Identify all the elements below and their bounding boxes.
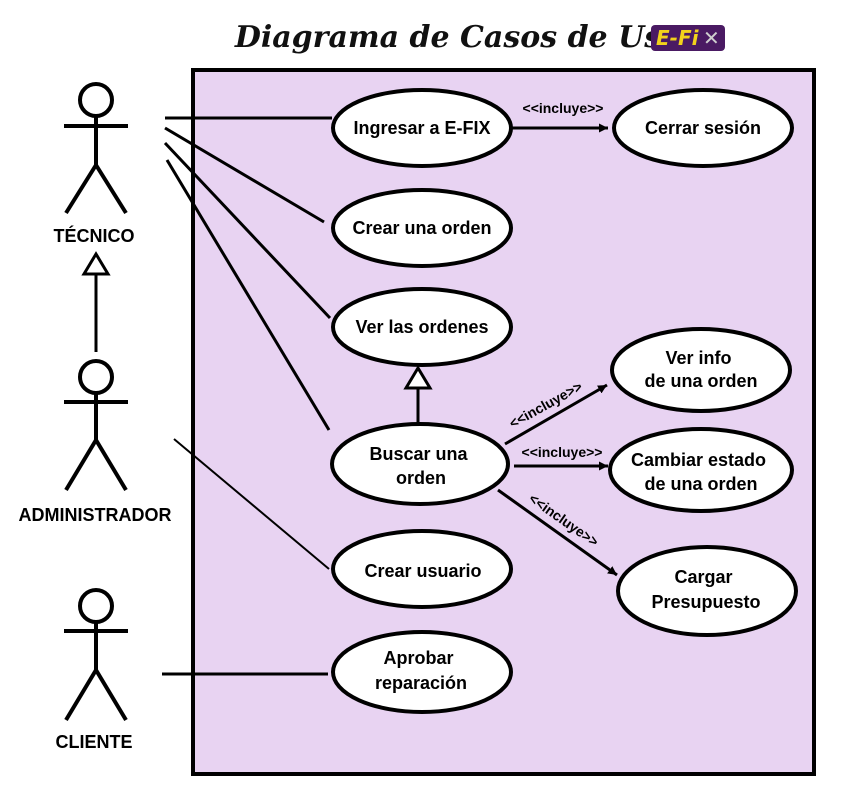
use-case-crear-orden-label: Crear una orden: [352, 218, 491, 238]
use-case-cambiar-line-2: de una orden: [644, 474, 757, 494]
actor-administrador-head: [78, 359, 114, 395]
use-case-cerrar-label: Cerrar sesión: [645, 118, 761, 138]
use-case-ver-ordenes-label: Ver las ordenes: [355, 317, 488, 337]
use-case-buscar-label: Buscar una orden: [369, 444, 472, 488]
actor-tecnico: [64, 82, 128, 215]
assoc-admin-crear-usuario: [173, 438, 330, 570]
actor-tecnico-leg-right: [94, 163, 128, 215]
actor-cliente-head: [78, 588, 114, 624]
buscar-ver-ordenes-arrowhead: [403, 365, 433, 390]
use-case-cargar-label: Cargar Presupuesto: [651, 567, 760, 612]
actor-cliente-leg-right: [94, 668, 128, 722]
logo-x-icon: ✕: [703, 26, 720, 50]
use-case-buscar-line-1: Buscar una: [369, 444, 468, 464]
efix-logo: E-Fi ✕: [651, 25, 725, 51]
use-case-crear-orden-ellipse: [331, 188, 513, 268]
use-case-cargar-line-2: Presupuesto: [651, 592, 760, 612]
actor-cliente: [64, 588, 128, 722]
use-case-aprobar-label: Aprobar reparación: [375, 648, 467, 693]
assoc-tecnico-ver-ordenes: [163, 141, 332, 320]
use-case-ver-info-line-2: de una orden: [644, 371, 757, 391]
use-case-aprobar-line-2: reparación: [375, 673, 467, 693]
logo-text: E-Fi: [656, 26, 700, 50]
include-arrow-ver-info: [504, 383, 608, 446]
use-case-crear-orden-line-1: Crear una orden: [352, 218, 491, 238]
actor-administrador: [64, 359, 128, 492]
use-case-cerrar-ellipse: [612, 88, 794, 168]
actor-cliente-leg-left: [64, 668, 98, 722]
use-case-ingresar-label: Ingresar a E-FIX: [353, 118, 490, 138]
actor-tecnico-leg-left: [64, 163, 98, 215]
generalization-arrowhead: [81, 251, 111, 276]
use-case-crear-usuario-label: Crear usuario: [364, 561, 481, 581]
use-case-cambiar-ellipse: [608, 427, 794, 513]
diagram-title: Diagrama de Casos de Uso: [234, 20, 681, 55]
assoc-tecnico-crear-orden: [164, 126, 325, 224]
use-case-aprobar-ellipse: [331, 630, 513, 714]
use-case-cargar-line-1: Cargar: [674, 567, 732, 587]
actor-administrador-leg-right: [94, 438, 128, 492]
logo-background: [651, 25, 725, 51]
include-label-cerrar: <<incluye>>: [523, 100, 604, 116]
actor-tecnico-head: [78, 82, 114, 118]
use-case-ver-ordenes-line-1: Ver las ordenes: [355, 317, 488, 337]
use-case-ver-info-ellipse: [610, 327, 792, 413]
assoc-tecnico-buscar: [165, 159, 331, 431]
use-case-cargar-ellipse: [616, 545, 798, 637]
use-case-crear-usuario-ellipse: [331, 529, 513, 609]
use-case-buscar-ellipse: [330, 422, 510, 506]
actor-administrador-leg-left: [64, 438, 98, 492]
use-case-cerrar-line-1: Cerrar sesión: [645, 118, 761, 138]
actor-cliente-label: CLIENTE: [55, 732, 132, 752]
use-case-buscar-line-2: orden: [396, 468, 446, 488]
use-case-cambiar-line-1: Cambiar estado: [631, 450, 766, 470]
use-case-cambiar-label: Cambiar estado de una orden: [631, 450, 771, 494]
include-arrow-cargar: [497, 488, 618, 577]
use-case-ingresar-line-1: Ingresar a E-FIX: [353, 118, 490, 138]
use-case-ver-info-line-1: Ver info: [665, 348, 731, 368]
use-case-ver-ordenes-ellipse: [331, 287, 513, 367]
use-case-aprobar-line-1: Aprobar: [383, 648, 453, 668]
actor-administrador-label: ADMINISTRADOR: [19, 505, 172, 525]
use-case-crear-usuario-line-1: Crear usuario: [364, 561, 481, 581]
use-case-ver-info-label: Ver info de una orden: [644, 348, 757, 391]
use-case-ingresar-ellipse: [331, 88, 513, 168]
actor-tecnico-label: TÉCNICO: [54, 225, 135, 246]
include-label-cambiar: <<incluye>>: [522, 444, 603, 460]
